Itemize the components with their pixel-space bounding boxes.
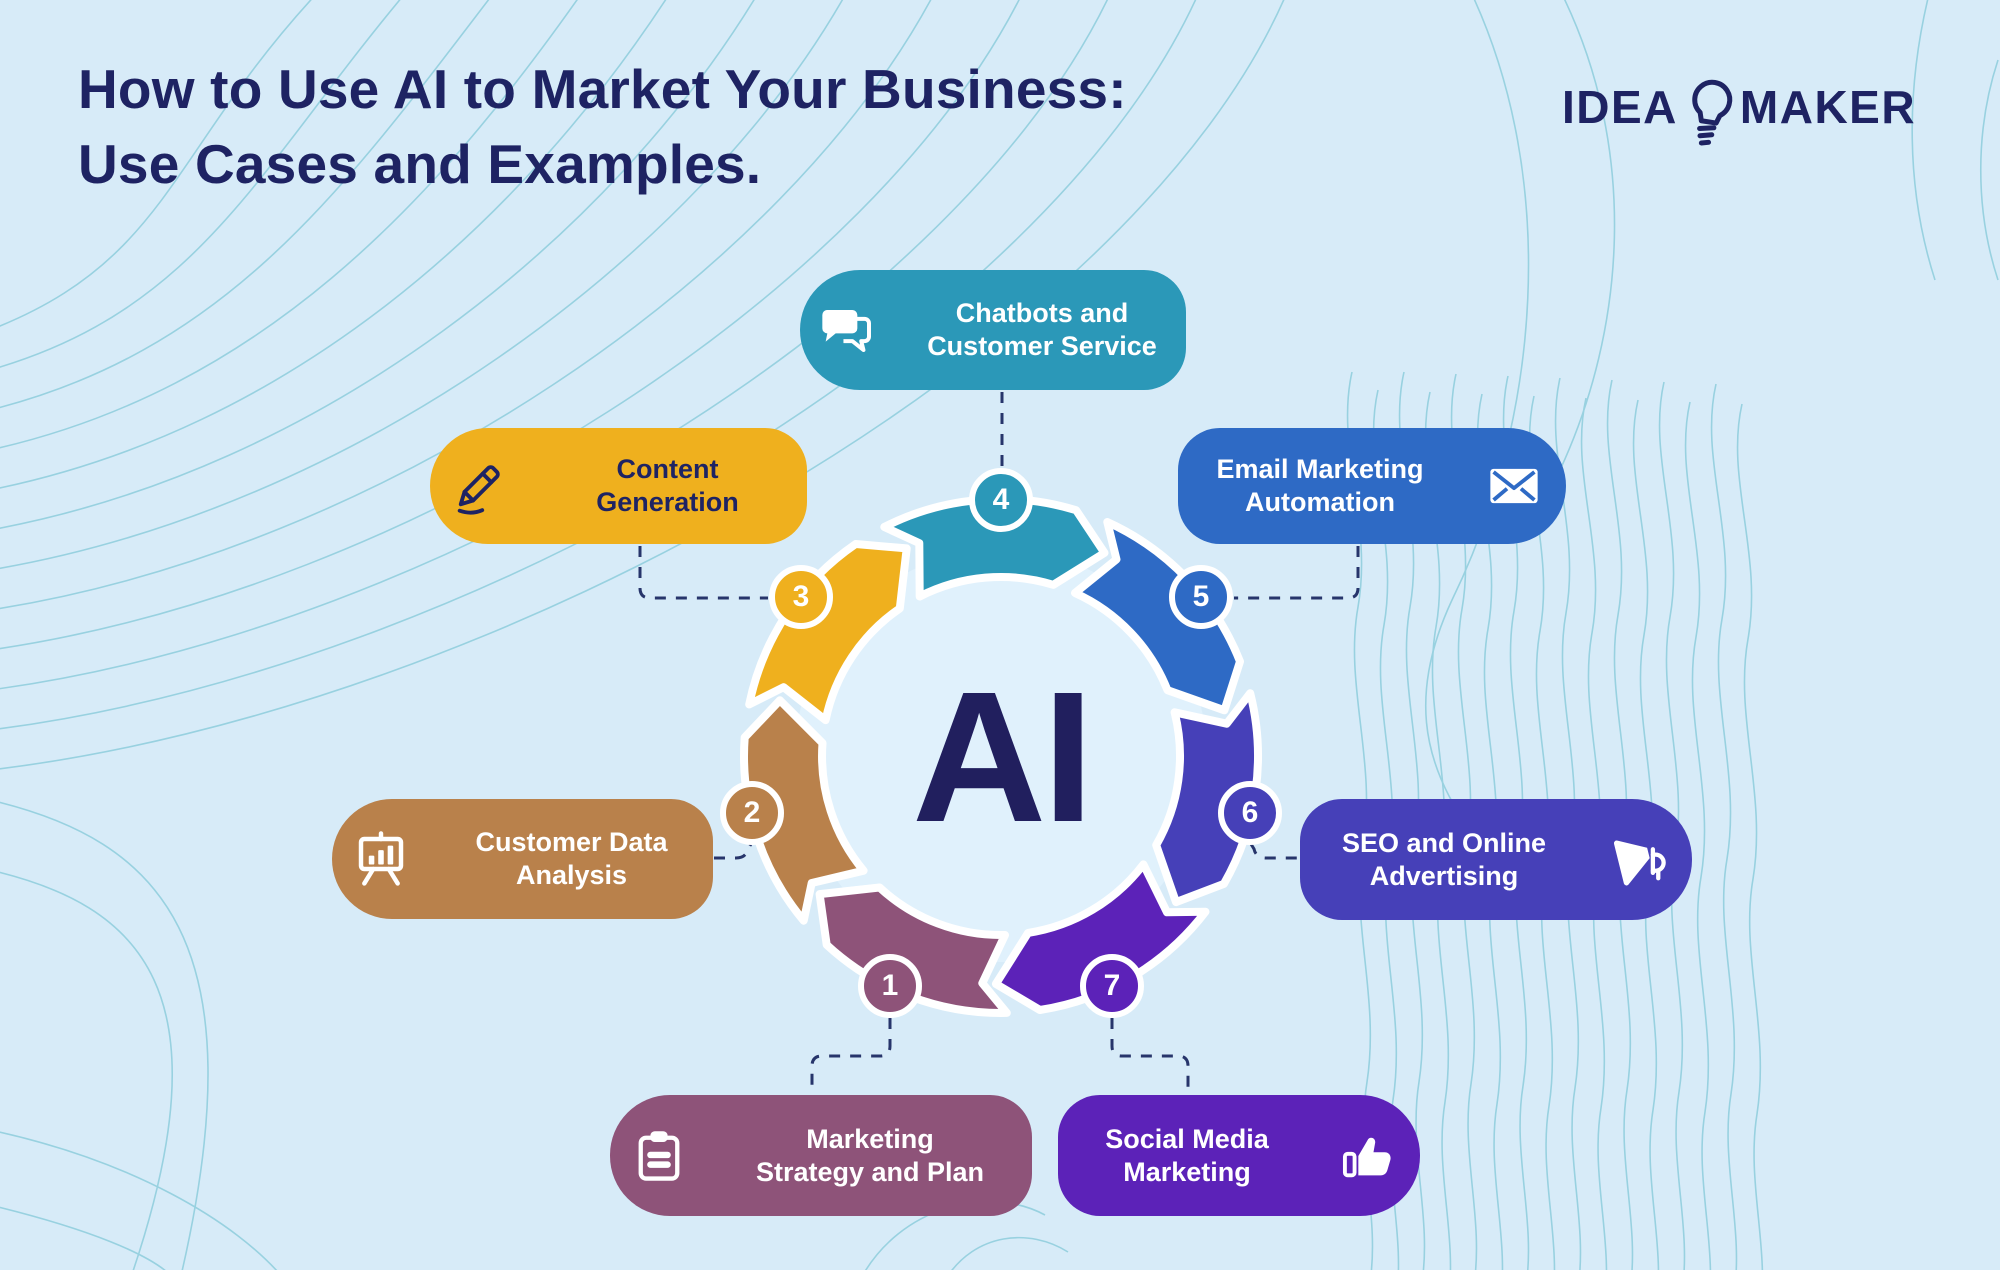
- step-pill-content-generation: Content Generation: [430, 428, 807, 544]
- wheel-segment-4: [880, 494, 1109, 601]
- wheel-inner-disc: [795, 550, 1207, 962]
- step-marker-1: 1: [858, 954, 922, 1018]
- step-label: Social Media Marketing: [1105, 1123, 1269, 1187]
- step-marker-6: 6: [1218, 781, 1282, 845]
- step-marker-3: 3: [769, 565, 833, 629]
- step-pill-customer-data-analysis: Customer Data Analysis: [332, 799, 713, 919]
- pencil-icon: [430, 457, 528, 515]
- title-line-1: How to Use AI to Market Your Business:: [78, 58, 1127, 120]
- step-label: Marketing Strategy and Plan: [755, 1123, 985, 1187]
- step-pill-social-media-marketing: Social Media Marketing: [1058, 1095, 1420, 1216]
- step-label: Content Generation: [596, 454, 739, 517]
- thumbs-up-icon: [1316, 1127, 1420, 1185]
- step-label: Email Marketing Automation: [1216, 454, 1424, 517]
- step-label: Customer Data Analysis: [475, 827, 668, 890]
- connector-step-7: [1110, 1018, 1190, 1093]
- step-marker-4: 4: [969, 468, 1033, 532]
- step-pill-email-marketing-automation: Email Marketing Automation: [1178, 428, 1566, 544]
- lightbulb-icon: [1682, 74, 1738, 165]
- step-marker-7: 7: [1080, 954, 1144, 1018]
- step-marker-5: 5: [1169, 565, 1233, 629]
- wheel-segment-5: [1071, 518, 1244, 715]
- wheel-segment-2: [740, 696, 868, 925]
- wheel-segment-6: [1152, 689, 1262, 907]
- connector-step-1: [810, 1018, 892, 1093]
- connector-step-2: [714, 843, 753, 860]
- page-title: How to Use AI to Market Your Business: U…: [78, 52, 1127, 203]
- logo-word-maker: MAKER: [1739, 81, 1917, 133]
- connector-step-5: [1234, 546, 1360, 600]
- chat-bubbles-icon: [800, 300, 898, 360]
- clipboard-icon: [610, 1127, 708, 1185]
- connector-step-3: [638, 546, 768, 600]
- wheel-segment-7: [991, 860, 1210, 1014]
- title-line-2: Use Cases and Examples.: [78, 133, 762, 196]
- envelope-icon: [1462, 457, 1566, 515]
- step-pill-seo-online-advertising: SEO and Online Advertising: [1300, 799, 1692, 920]
- step-label: SEO and Online Advertising: [1341, 827, 1547, 891]
- step-pill-chatbots-customer-service: Chatbots and Customer Service: [800, 270, 1186, 390]
- dashed-connectors: [638, 392, 1360, 1093]
- ai-process-wheel: [740, 494, 1262, 1017]
- step-label: Chatbots and Customer Service: [927, 298, 1157, 361]
- presentation-chart-icon: [332, 829, 430, 889]
- megaphone-icon: [1588, 831, 1692, 889]
- wheel-segment-3: [745, 540, 911, 725]
- ai-center-label: AI: [912, 654, 1094, 861]
- step-pill-marketing-strategy: Marketing Strategy and Plan: [610, 1095, 1032, 1216]
- logo-word-idea: IDEA: [1562, 81, 1678, 133]
- connector-step-6: [1249, 843, 1298, 860]
- brand-logo: IDEA MAKER: [1562, 79, 1917, 165]
- step-marker-2: 2: [720, 781, 784, 845]
- wheel-segment-1: [815, 883, 1011, 1017]
